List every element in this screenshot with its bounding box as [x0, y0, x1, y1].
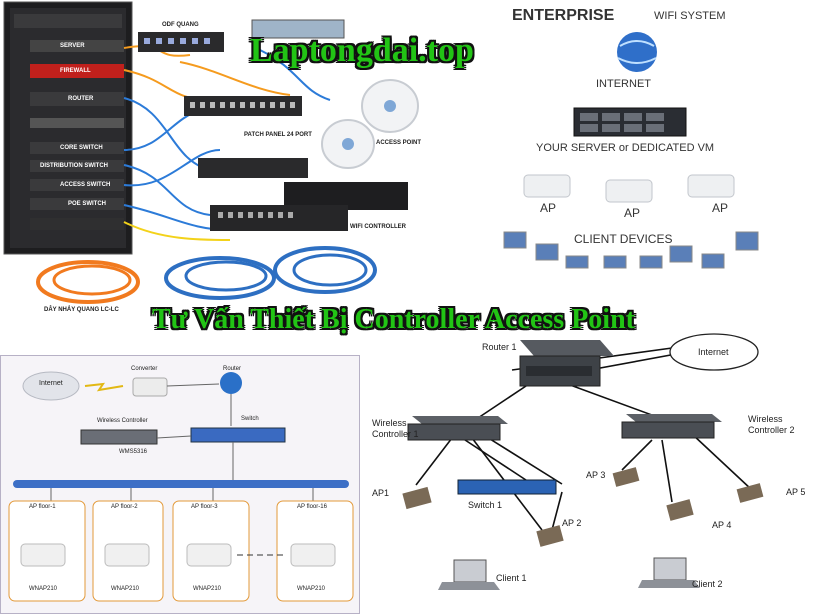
br-ap5-label: AP 5 — [786, 487, 806, 497]
br-ap1-label: AP1 — [372, 488, 390, 498]
ap-floor-16-label: AP floor-16 — [297, 504, 327, 510]
br-wc1-label-line1: Wireless — [372, 418, 407, 428]
ap-model-1: WNAP210 — [29, 586, 58, 592]
bl-controller-model: WMS5316 — [119, 449, 148, 455]
enterprise-heading-suffix: WIFI SYSTEM — [654, 10, 726, 22]
enterprise-wifi-diagram: ENTERPRISE WIFI SYSTEM INTERNET YOUR SER… — [492, 0, 817, 270]
bl-converter-label: Converter — [131, 366, 158, 372]
bl-router-label: Router — [223, 366, 242, 372]
fiber-cable-label: DÂY NHẢY QUANG LC-LC — [44, 307, 119, 313]
ap-floor-2-label: AP floor-2 — [111, 504, 138, 510]
ap-floor-1-label: AP floor-1 — [29, 504, 56, 510]
rack-distribution-switch-label: DISTRIBUTION SWITCH — [40, 163, 108, 169]
br-wc2-label-line1: Wireless — [748, 414, 783, 424]
rack-server-label: SERVER — [60, 43, 85, 49]
enterprise-ap-label-3: AP — [712, 201, 729, 215]
rack-firewall-label: FIREWALL — [60, 68, 91, 74]
bl-internet-label: Internet — [39, 380, 63, 387]
br-switch-label: Switch 1 — [468, 500, 503, 510]
enterprise-ap-label-1: AP — [540, 201, 557, 215]
ap-floor-3-label: AP floor-3 — [191, 504, 218, 510]
rack-poe-switch-label: POE SWITCH — [68, 201, 107, 207]
br-ap2-label: AP 2 — [562, 518, 582, 528]
controller-topology-diagram: Router 1 Internet Wireless Controller 1 … — [362, 330, 817, 614]
br-wc1-label-line2: Controller 1 — [372, 429, 419, 439]
rack-router-label: ROUTER — [68, 96, 94, 102]
ap-model-16: WNAP210 — [297, 586, 326, 592]
enterprise-heading: ENTERPRISE — [512, 7, 615, 24]
enterprise-internet-label: INTERNET — [596, 78, 651, 90]
br-router-label: Router 1 — [482, 342, 517, 352]
bl-switch-label: Switch — [241, 416, 259, 422]
client-devices-label: CLIENT DEVICES — [574, 232, 673, 246]
banner-title: Tư Vấn Thiết Bị Controller Access Point — [152, 304, 635, 335]
odf-label: ODF QUANG — [162, 22, 199, 28]
enterprise-ap-label-2: AP — [624, 206, 641, 220]
access-point-label: ACCESS POINT — [376, 140, 422, 146]
br-client2-label: Client 2 — [692, 579, 723, 589]
rack-core-switch-label: CORE SWITCH — [60, 145, 103, 151]
br-ap3-label: AP 3 — [586, 470, 606, 480]
br-internet-label: Internet — [698, 347, 729, 357]
wifi-controller-label: WIFI CONTROLLER — [350, 224, 406, 230]
patch-panel-label: PATCH PANEL 24 PORT — [244, 132, 312, 138]
enterprise-server-label: YOUR SERVER or DEDICATED VM — [536, 142, 715, 154]
ap-model-2: WNAP210 — [111, 586, 140, 592]
equipment-photo: ODF QUANG SERVER FIREWALL ROUTER CORE SW… — [0, 0, 422, 318]
ap-model-3: WNAP210 — [193, 586, 222, 592]
rack-access-switch-label: ACCESS SWITCH — [60, 182, 111, 188]
bl-wireless-controller-label: Wireless Controller — [97, 418, 148, 424]
site-title: Laptongdai.top — [250, 32, 474, 69]
br-wc2-label-line2: Controller 2 — [748, 425, 795, 435]
br-ap4-label: AP 4 — [712, 520, 732, 530]
br-client1-label: Client 1 — [496, 573, 527, 583]
floor-network-diagram: Internet Converter Router Wireless Contr… — [0, 355, 360, 614]
